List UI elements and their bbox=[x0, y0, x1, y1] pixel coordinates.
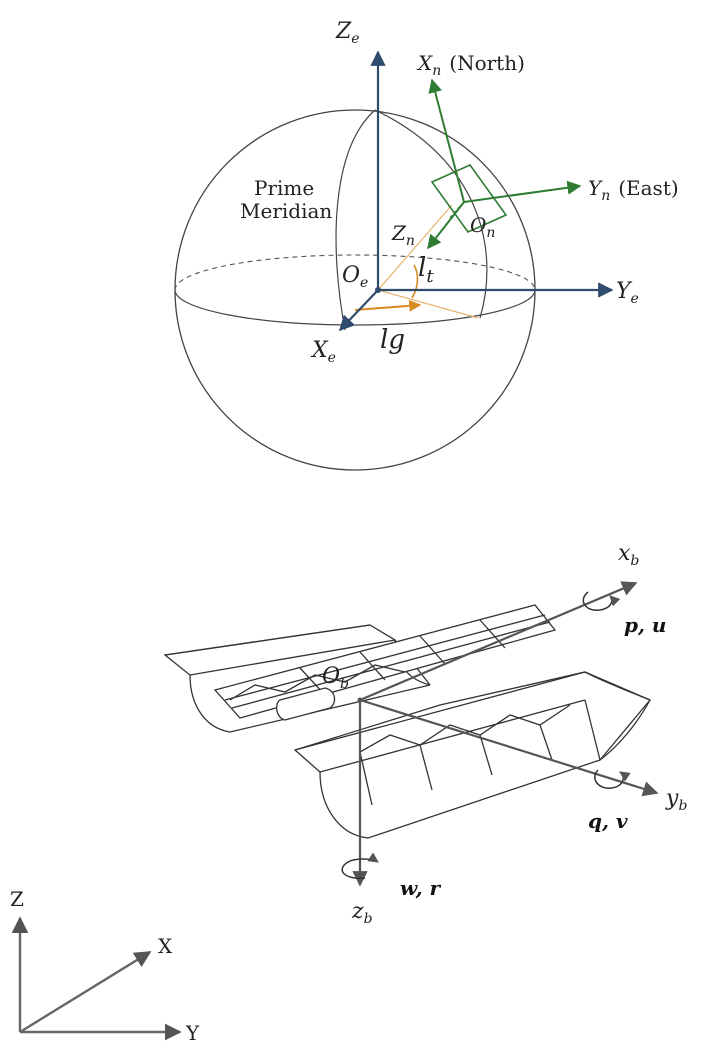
ref-x-axis bbox=[19, 950, 152, 1034]
ref-z-label: Z bbox=[10, 887, 24, 911]
nav-y-label: Yn(East) bbox=[588, 176, 679, 204]
prime-meridian-label-1: Prime bbox=[254, 176, 314, 200]
ref-y-label: Y bbox=[185, 1021, 200, 1044]
earth-origin-dot bbox=[375, 287, 381, 293]
nav-frame-tangent-plane bbox=[430, 164, 508, 233]
body-y-label: yb bbox=[665, 786, 687, 814]
catamaran-group bbox=[163, 604, 652, 839]
ref-x-label: X bbox=[158, 934, 173, 958]
body-y-axis bbox=[359, 698, 659, 797]
nav-z-axis-dashed bbox=[447, 201, 465, 221]
equator-front bbox=[174, 289, 536, 326]
nav-origin-label: On bbox=[470, 213, 495, 241]
right-hull bbox=[293, 671, 651, 839]
longitude-arc bbox=[354, 299, 422, 312]
roll-rotation-arrow bbox=[582, 591, 621, 611]
prime-meridian-curve bbox=[335, 109, 376, 331]
earth-y-label: Ye bbox=[616, 279, 639, 307]
earth-z-label: Ze bbox=[335, 19, 360, 47]
longitude-label: lg bbox=[380, 325, 405, 355]
pitch-rotation-arrow bbox=[594, 769, 631, 789]
nav-x-axis bbox=[428, 78, 465, 203]
body-z-label: zb bbox=[351, 899, 373, 927]
body-x-label: xb bbox=[618, 541, 639, 569]
latitude-label: lt bbox=[418, 253, 434, 287]
reference-frame-group: Z Y X bbox=[10, 887, 200, 1045]
earth-x-axis bbox=[338, 289, 379, 332]
nav-x-label: Xn(North) bbox=[416, 51, 525, 79]
earth-origin-label: Oe bbox=[342, 263, 368, 291]
body-origin-dot bbox=[357, 697, 363, 703]
roll-label: p, u bbox=[624, 613, 666, 637]
body-x-axis bbox=[359, 581, 638, 702]
earth-x-label: Xe bbox=[310, 338, 336, 366]
nav-y-axis bbox=[463, 180, 582, 203]
yaw-label: w, r bbox=[400, 876, 442, 900]
pitch-label: q, v bbox=[588, 809, 628, 833]
equator-back bbox=[174, 254, 536, 291]
body-origin-label: Ob bbox=[322, 664, 349, 692]
body-axes-group: xb yb zb Ob p, u q, v w, r bbox=[322, 541, 687, 927]
latitude-line bbox=[377, 204, 453, 291]
yaw-rotation-arrow bbox=[341, 852, 379, 879]
longitude-line bbox=[377, 289, 479, 319]
center-cylinder bbox=[275, 687, 336, 721]
earth-frame-group: Ze Ye Xe Oe Prime Meridian lt lg Xn(Nort… bbox=[174, 19, 679, 471]
latitude-arc bbox=[411, 264, 419, 299]
nav-z-axis bbox=[427, 201, 465, 250]
nav-z-label: Zn bbox=[391, 221, 415, 249]
prime-meridian-label-2: Meridian bbox=[240, 199, 332, 223]
